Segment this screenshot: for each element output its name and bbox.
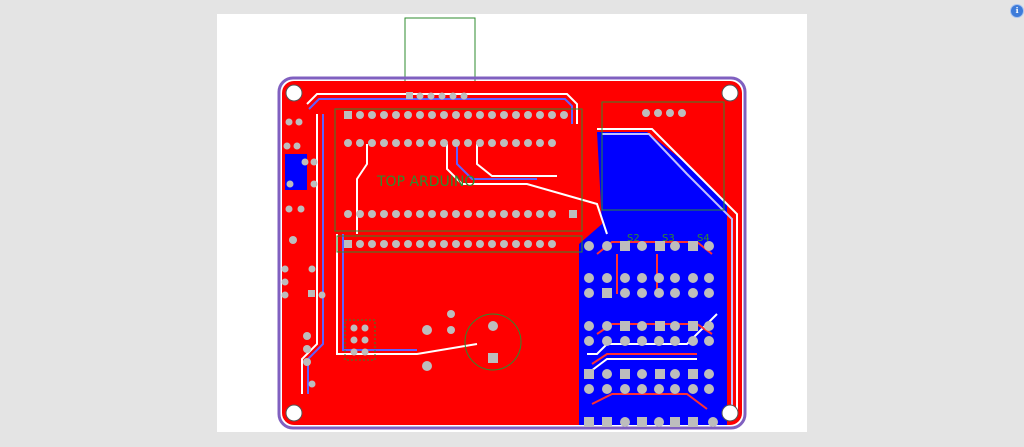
bottom-copper-pour <box>579 132 727 425</box>
right-module-pins <box>642 109 686 117</box>
header-outline-bottom <box>336 235 583 253</box>
arduino-module-outline <box>334 108 583 232</box>
left-components <box>281 118 326 388</box>
usb-pins <box>406 92 468 100</box>
switch-label-s4: S4 <box>697 233 710 244</box>
pcb-layout: TOP ARDUINO <box>277 17 747 430</box>
header-pins-top-row-1 <box>344 111 568 119</box>
header-pins-top-row-2 <box>344 139 556 147</box>
switch-label-s3: S3 <box>662 233 675 244</box>
component-outline <box>344 319 376 361</box>
switch-label-s2: S2 <box>627 233 640 244</box>
header-pins-mid-row <box>344 210 577 218</box>
mounting-holes <box>285 84 739 422</box>
board-edge <box>277 76 747 430</box>
copper-traces <box>301 93 738 414</box>
module-label: TOP ARDUINO <box>376 174 475 190</box>
header-pins-bottom-row <box>344 240 556 248</box>
usb-connector-outline <box>404 17 476 83</box>
switch-pads <box>584 241 718 427</box>
help-icon[interactable]: ℹ <box>1011 5 1023 17</box>
pcb-canvas[interactable]: TOP ARDUINO <box>217 14 807 432</box>
right-module-outline <box>601 101 725 211</box>
center-components <box>350 310 498 371</box>
buzzer-outline <box>464 313 522 371</box>
